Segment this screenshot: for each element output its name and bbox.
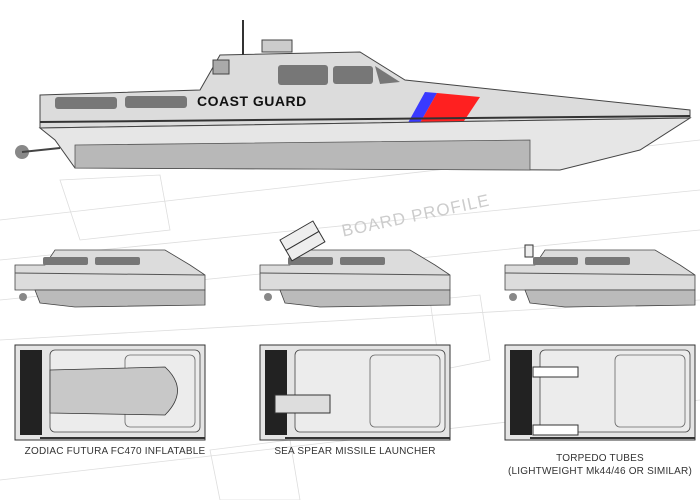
torpedo-tube	[532, 424, 579, 436]
caption-zodiac: ZODIAC FUTURA FC470 INFLATABLE	[24, 446, 206, 457]
background-blueprint	[0, 139, 700, 500]
caption-torpedo-sub: (LIGHTWEIGHT Mk44/46 OR SIMILAR)	[507, 466, 693, 477]
variant-missile-plan	[259, 344, 451, 441]
variant-missile-profile	[259, 220, 451, 308]
hull-lettering: COAST GUARD	[197, 93, 307, 109]
caption-missile: SEA SPEAR MISSILE LAUNCHER	[274, 446, 436, 457]
torpedo-tube	[532, 366, 579, 378]
variant-torpedo-plan	[504, 344, 696, 441]
variant-zodiac-plan	[14, 344, 206, 441]
missile-launcher	[274, 394, 331, 414]
caption-torpedo: TORPEDO TUBES	[556, 453, 644, 464]
variant-torpedo-profile	[504, 244, 696, 308]
main-boat-profile	[15, 20, 692, 171]
variant-zodiac-profile	[14, 249, 206, 308]
inflatable-boat	[49, 366, 178, 416]
